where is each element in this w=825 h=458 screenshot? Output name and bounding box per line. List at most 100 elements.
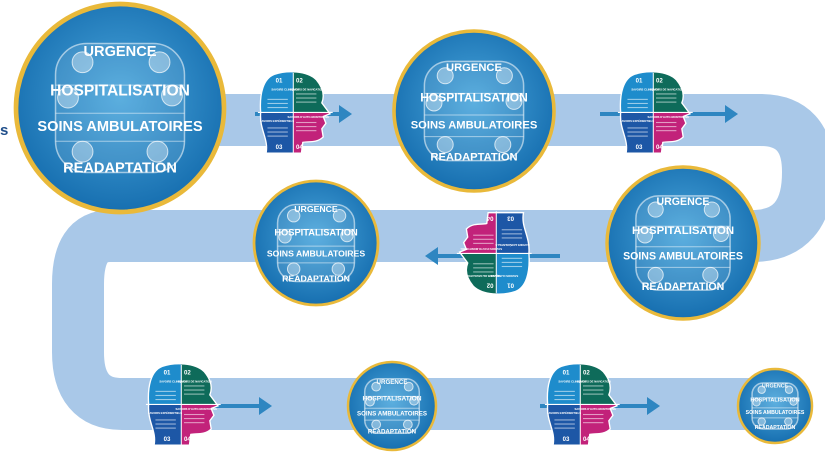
care-role-icon [703,201,720,218]
care-circle-label: SOINS AMBULATOIRES [623,251,743,263]
care-role-icon [278,230,292,244]
quadrant-title: SAVOIRS CLINIQUES [271,88,299,92]
care-circle: URGENCE HOSPITALISATION SOINS AMBULATOIRES… [736,367,814,445]
care-role-icon [161,84,183,107]
care-circle-label: URGENCE [84,44,157,60]
quadrant-number: 01 [507,281,514,288]
quadrant-title: SAVOIRS CLINIQUES [558,380,586,384]
care-circle: URGENCE HOSPITALISATION SOINS AMBULATOIRES… [605,165,761,321]
quadrant-number: 02 [296,78,303,85]
care-role-icon [647,266,664,284]
care-circle-label: HOSPITALISATION [420,90,528,104]
care-role-icon [146,140,169,163]
quadrant-number: 04 [486,215,493,222]
quadrant-title: SAVOIRS DE NAVIGATION [178,380,212,384]
care-role-icon [371,381,382,392]
care-role-icon [403,381,414,392]
care-role-icon [647,201,664,218]
care-circle-label: URGENCE [446,62,502,74]
quadrant-title: SAVOIRS DE NAVIGATION [577,380,611,384]
quadrant-title: SAVOIRS EXPÉRIENTIELS [148,410,182,415]
quadrant-title: SAVOIRS D'AUTO-MONITORING [287,115,329,119]
quadrant-number: 04 [656,144,663,151]
care-role-icon [436,136,454,154]
quadrant-number: 01 [164,370,171,377]
care-circle-label: READAPTATION [755,425,796,431]
quadrant-number: 03 [507,215,514,222]
care-circle-label: URGENCE [762,384,788,390]
quadrant-title: SAVOIRS CLINIQUES [490,274,518,278]
care-circle-label: READAPTATION [430,152,517,164]
cut-off-text: s [0,122,9,139]
quadrant-number: 02 [486,281,493,288]
quadrant-title: SAVOIRS CLINIQUES [631,88,659,92]
care-circle-label: READAPTATION [63,160,177,176]
quadrant-number: 04 [296,144,303,151]
care-circle-label: HOSPITALISATION [274,228,358,238]
care-circle-label: URGENCE [294,204,338,214]
care-circle: URGENCE HOSPITALISATION SOINS AMBULATOIRES… [13,1,227,215]
care-role-icon [425,94,443,112]
care-circle-label: HOSPITALISATION [750,398,799,404]
care-circle-label: SOINS AMBULATOIRES [267,249,366,259]
quadrant-number: 02 [583,370,590,377]
quadrant-title: SAVOIRS DE NAVIGATION [466,274,500,278]
quadrant-number: 01 [276,78,283,85]
care-role-icon [789,397,798,406]
care-circle-label: SOINS AMBULATOIRES [746,410,805,416]
quadrant-number: 03 [636,144,643,151]
quadrant-title: SAVOIRS D'AUTO-MONITORING [647,115,689,119]
care-role-icon [752,398,761,407]
care-role-icon [757,385,766,394]
quadrant-number: 03 [276,144,283,151]
care-role-icon [148,51,171,74]
quadrant-title: SAVOIRS CLINIQUES [159,380,187,384]
care-role-icon [712,225,730,242]
quadrant-number: 03 [164,436,171,443]
care-circle: URGENCE HOSPITALISATION SOINS AMBULATOIRES… [392,29,556,193]
quadrant-title: SAVOIRS EXPÉRIENTIELS [260,118,294,123]
care-role-icon [409,395,419,406]
care-circle: URGENCE HOSPITALISATION SOINS AMBULATOIRES… [252,179,380,307]
care-circle-label: HOSPITALISATION [50,83,190,100]
quadrant-title: SAVOIRS D'AUTO-MONITORING [574,407,616,411]
quadrant-title: SAVOIRS EXPÉRIENTIELS [620,118,654,123]
quadrant-number: 02 [184,370,191,377]
care-circle-label: URGENCE [657,196,710,208]
care-circle-label: URGENCE [377,379,408,386]
care-role-icon [340,228,354,243]
quadrant-number: 01 [636,78,643,85]
care-role-icon [494,136,512,154]
care-role-icon [71,140,94,163]
quadrant-title: SAVOIRS DE NAVIGATION [290,88,324,92]
quadrant-title: SAVOIRS D'AUTO-MONITORING [175,407,217,411]
care-role-icon [71,51,94,74]
care-circle-label: SOINS AMBULATOIRES [357,411,427,418]
quadrant-number: 02 [656,78,663,85]
care-role-icon [784,417,793,426]
care-circle-label: HOSPITALISATION [632,225,734,237]
quadrant-number: 03 [563,436,570,443]
care-role-icon [505,92,523,110]
quadrant-title: SAVOIRS DE NAVIGATION [650,88,684,92]
quadrant-number: 01 [563,370,570,377]
care-circle-label: SOINS AMBULATOIRES [37,119,202,135]
care-role-icon [331,262,346,276]
care-circle-label: SOINS AMBULATOIRES [411,120,538,132]
care-circle-label: READAPTATION [368,428,417,435]
quadrant-title: SAVOIRS D'AUTO-MONITORING [461,247,503,251]
care-role-icon [784,385,794,394]
care-role-icon [636,227,654,244]
care-role-icon [436,67,454,85]
care-role-icon [371,419,382,430]
care-role-icon [365,396,375,407]
quadrant-title: SAVOIRS EXPÉRIENTIELS [495,243,529,248]
care-circle-label: READAPTATION [642,281,725,293]
care-role-icon [702,266,719,284]
care-role-icon [495,67,513,85]
care-role-icon [57,86,79,109]
care-circle-label: READAPTATION [282,273,350,283]
